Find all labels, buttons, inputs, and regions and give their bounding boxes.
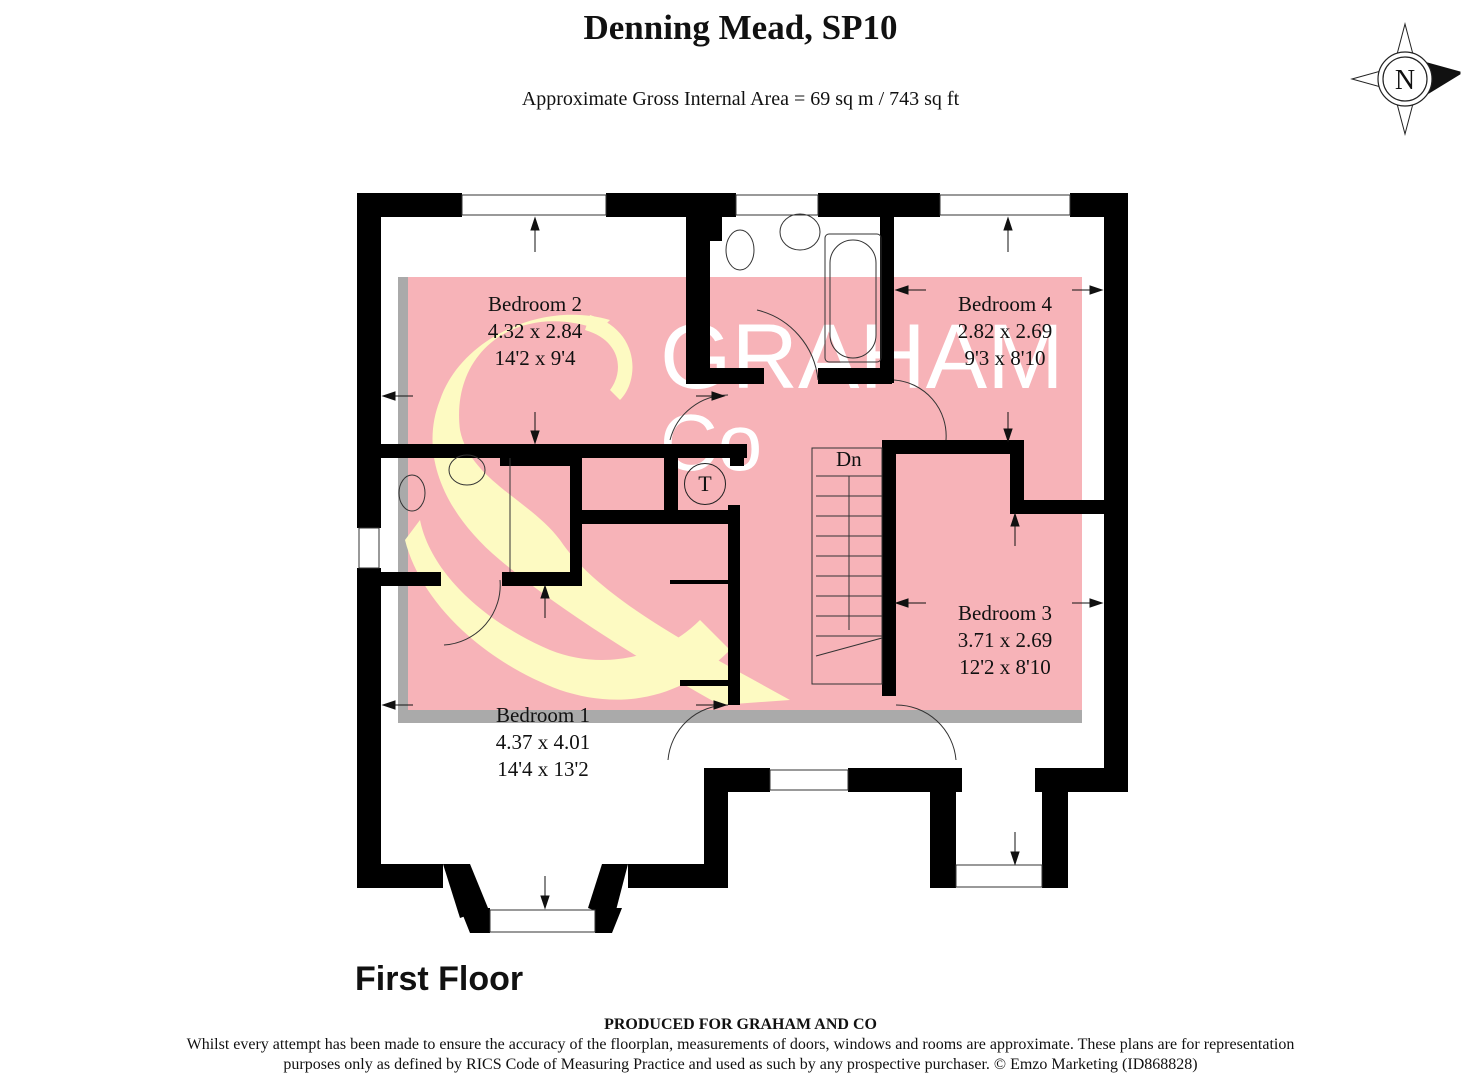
room-imperial: 14'4 x 13'2 — [497, 757, 589, 781]
room-imperial: 9'3 x 8'10 — [964, 346, 1046, 370]
room-name: Bedroom 3 — [958, 601, 1052, 625]
room-metric: 2.82 x 2.69 — [957, 319, 1053, 343]
gross-area-subtitle: Approximate Gross Internal Area = 69 sq … — [521, 88, 960, 110]
room-name: Bedroom 4 — [958, 292, 1052, 316]
stairs-down-label: Dn — [836, 447, 862, 471]
room-bedroom-2: Bedroom 2 4.32 x 2.84 14'2 x 9'4 — [470, 291, 600, 372]
compass-n-label: N — [1395, 65, 1415, 96]
room-imperial: 12'2 x 8'10 — [959, 655, 1051, 679]
room-metric: 3.71 x 2.69 — [957, 628, 1053, 652]
disclaimer-line-1: Whilst every attempt has been made to en… — [186, 1036, 1295, 1053]
room-metric: 4.37 x 4.01 — [495, 730, 591, 754]
room-name: Bedroom 2 — [488, 292, 582, 316]
disclaimer: Whilst every attempt has been made to en… — [110, 1035, 1371, 1075]
plan-title: Denning Mead, SP10 — [583, 8, 898, 47]
room-name: Bedroom 1 — [496, 703, 590, 727]
water-tank-icon: T — [684, 463, 726, 505]
room-bedroom-3: Bedroom 3 3.71 x 2.69 12'2 x 8'10 — [940, 600, 1070, 681]
room-bedroom-4: Bedroom 4 2.82 x 2.69 9'3 x 8'10 — [940, 291, 1070, 372]
floor-label: First Floor — [355, 960, 524, 998]
disclaimer-line-2: purposes only as defined by RICS Code of… — [283, 1056, 1198, 1073]
produced-for-label: PRODUCED FOR GRAHAM AND CO — [604, 1016, 877, 1033]
north-compass-icon: N — [1350, 22, 1461, 136]
room-metric: 4.32 x 2.84 — [487, 319, 583, 343]
watermark-graham: GRAHAM — [660, 306, 1064, 408]
room-bedroom-1: Bedroom 1 4.37 x 4.01 14'4 x 13'2 — [478, 702, 608, 783]
room-imperial: 14'2 x 9'4 — [494, 346, 576, 370]
